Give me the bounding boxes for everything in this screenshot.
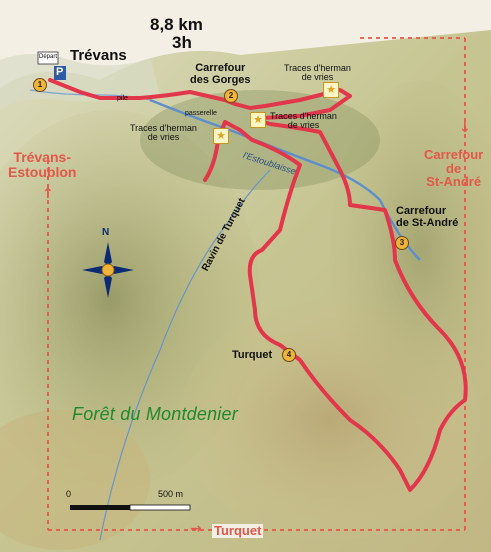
scale-bar-black <box>70 505 130 510</box>
edge-carrefour-st-andre: Carrefour de St-André <box>424 148 483 189</box>
scale-end: 500 m <box>158 489 184 499</box>
traces-left-label: Traces d'herman de vries <box>130 123 197 143</box>
edge-trevans-estoublon: Trévans- Estoublon <box>8 150 76 179</box>
star-icon: ★ <box>250 112 266 128</box>
traces-top-label: Traces d'herman de vries <box>284 63 351 83</box>
route-duration: 3h <box>172 33 192 52</box>
edge-right-line3: St-André <box>426 174 482 190</box>
carrefour-st-andre-line1: Carrefour <box>396 205 447 217</box>
passerelle-label: passerelle <box>185 110 217 117</box>
compass-rose <box>82 242 134 298</box>
scale-bar-white <box>129 504 191 511</box>
edge-turquet: Turquet <box>212 523 264 538</box>
edge-right-line1: Carrefour <box>424 147 484 162</box>
carrefour-gorges-line2: des Gorges <box>190 73 251 86</box>
depart-flag: Départ <box>38 54 57 60</box>
carrefour-gorges-line1: Carrefour <box>195 62 246 74</box>
hiking-route <box>48 78 468 492</box>
waypoint-3: 3 <box>395 236 409 250</box>
scale-start: 0 <box>66 489 72 499</box>
relief-southwest <box>0 410 150 550</box>
traces-top-line1: Traces d'herman <box>284 63 351 73</box>
arrow-down-icon: ↓ <box>459 120 471 136</box>
north-label: N <box>102 227 110 238</box>
arrow-up-icon: ↑ <box>42 186 54 202</box>
edge-left-line2: Estoublon <box>8 163 77 180</box>
edge-left-line1: Trévans- <box>13 149 72 165</box>
river-estoublaisse <box>149 98 421 261</box>
depart-flag-bg <box>37 51 59 65</box>
star-icon: ★ <box>213 128 229 144</box>
parking-sign-bg <box>54 66 66 80</box>
trevans-label: Trévans <box>70 47 127 64</box>
carrefour-st-andre-line2: de St-André <box>396 216 459 229</box>
arrow-right-icon: → <box>190 521 202 537</box>
forest-label: Forêt du Montdenier <box>72 404 238 424</box>
waypoint-2: 2 <box>224 89 238 103</box>
carrefour-gorges-label: Carrefour des Gorges <box>190 62 251 86</box>
traces-left-line1: Traces d'herman <box>130 123 197 133</box>
turquet-label: Turquet <box>232 349 273 361</box>
pile-label: pile <box>117 95 128 102</box>
traces-left-line2: de vries <box>147 132 180 143</box>
waypoint-4: 4 <box>282 348 296 362</box>
traces-mid-line1: Traces d'herman <box>270 111 337 121</box>
traces-mid-label: Traces d'herman de vries <box>270 111 337 131</box>
edge-right-line2: de <box>446 160 462 176</box>
traces-top-line2: de vries <box>301 72 334 83</box>
star-icon: ★ <box>323 82 339 98</box>
parking-icon: P <box>56 66 64 78</box>
carrefour-st-andre-label: Carrefour de St-André <box>396 205 459 229</box>
route-distance: 8,8 km <box>150 15 203 34</box>
traces-mid-line2: de vries <box>287 120 320 131</box>
waypoint-1: 1 <box>33 78 47 92</box>
stream-ravin <box>99 169 271 541</box>
